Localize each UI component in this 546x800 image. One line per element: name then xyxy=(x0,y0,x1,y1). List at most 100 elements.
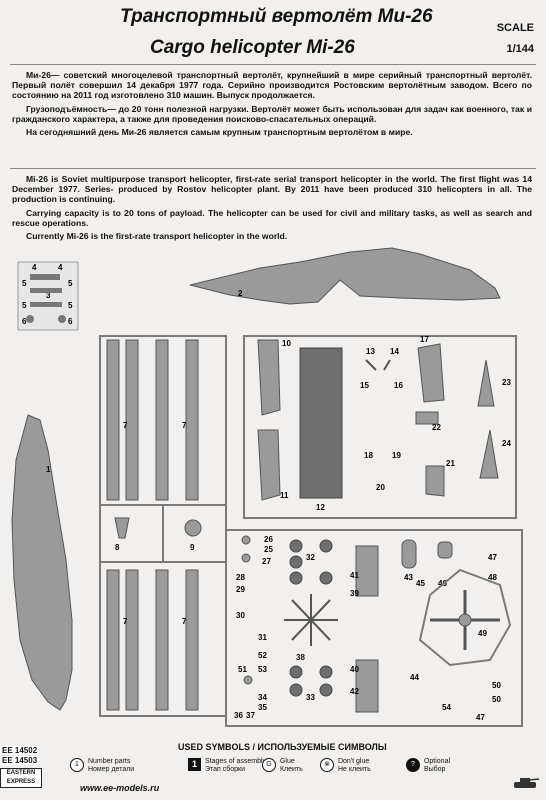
part-number: 44 xyxy=(410,673,419,682)
part-number: 43 xyxy=(404,573,413,582)
part-number: 7 xyxy=(182,617,187,626)
part-number: 30 xyxy=(236,611,245,620)
legend-text: Этап сборки xyxy=(204,766,246,773)
part-11: 11 xyxy=(257,429,289,501)
part-21: 21 xyxy=(425,459,455,497)
title-russian: Транспортный вертолёт Ми-26 xyxy=(120,6,433,27)
decal-label: 5 xyxy=(68,301,73,310)
product-code: EE 14502 xyxy=(0,746,40,755)
part-number: 20 xyxy=(376,483,385,492)
part-number: 14 xyxy=(390,347,399,356)
part-number: 51 xyxy=(238,665,247,674)
part-number: 35 xyxy=(258,703,267,712)
description-english: Mi-26 is Soviet multipurpose transport h… xyxy=(12,174,532,244)
brand-logo: EASTERN EXPRESS xyxy=(0,768,42,788)
legend-text: Выбор xyxy=(423,766,446,773)
part-number: 31 xyxy=(258,633,267,642)
part-number: 26 xyxy=(264,535,273,544)
part-number: 52 xyxy=(258,651,267,660)
part-number: 41 xyxy=(350,571,359,580)
part-number: 40 xyxy=(350,665,359,674)
paragraph: Currently Mi-26 is the first-rate transp… xyxy=(26,231,288,242)
legend-text: Не клеить xyxy=(337,766,371,773)
paragraph: Mi-26 is Soviet multipurpose transport h… xyxy=(12,174,532,205)
part-number: 7 xyxy=(182,421,187,430)
legend-text: Glue xyxy=(279,758,295,765)
part-number: 27 xyxy=(262,557,271,566)
decal-sheet: 4 4 5 5 3 5 5 6 6 xyxy=(17,261,79,331)
decal xyxy=(58,315,66,323)
legend-optional: ? Optional Выбор xyxy=(406,758,450,774)
part-number: 25 xyxy=(264,545,273,554)
part-2-fuselage-top: 2 xyxy=(189,247,501,305)
part-number: 33 xyxy=(306,693,315,702)
legend-text: Number parts xyxy=(87,758,131,765)
website-link[interactable]: www.ee-models.ru xyxy=(80,783,160,793)
part-22: 22 xyxy=(415,411,441,432)
part-number: 50 xyxy=(492,695,501,704)
part-1-fuselage-side: 1 xyxy=(11,414,73,711)
part-number: 29 xyxy=(236,585,245,594)
glue-icon: G xyxy=(262,758,276,772)
part-number: 37 xyxy=(246,711,255,720)
number-parts-icon: 1 xyxy=(70,758,84,772)
part-number: 18 xyxy=(364,451,373,460)
part-number: 16 xyxy=(394,381,403,390)
part-10: 10 xyxy=(257,339,291,416)
legend-glue: G Glue Клеить xyxy=(262,758,303,774)
decal-label: 4 xyxy=(58,263,63,272)
tank-icon xyxy=(514,778,540,788)
sprue-middle xyxy=(225,335,523,727)
part-number: 7 xyxy=(123,617,128,626)
decal-label: 5 xyxy=(22,301,27,310)
part-number: 49 xyxy=(478,629,487,638)
decal-label: 3 xyxy=(46,291,51,300)
part-number: 28 xyxy=(236,573,245,582)
part-number: 32 xyxy=(306,553,315,562)
part-number: 48 xyxy=(488,573,497,582)
legend-title: USED SYMBOLS / ИСПОЛЬЗУЕМЫЕ СИМВОЛЫ xyxy=(178,742,387,752)
dont-glue-icon: ⊗ xyxy=(320,758,334,772)
divider xyxy=(10,168,536,169)
decal-label: 6 xyxy=(68,317,73,326)
part-number: 15 xyxy=(360,381,369,390)
legend-text: Stages of assembly xyxy=(204,758,267,765)
legend-number-parts: 1 Number parts Номер детали xyxy=(70,758,134,774)
decal xyxy=(26,315,34,323)
part-9: 9 xyxy=(184,519,202,552)
part-number: 10 xyxy=(282,339,291,348)
decal-label: 4 xyxy=(32,263,37,272)
legend-text: Номер детали xyxy=(87,766,135,773)
decal xyxy=(30,274,60,280)
parts-39-42: 41 39 40 42 xyxy=(350,545,379,713)
legend-stages: 1 Stages of assembly Этап сборки xyxy=(188,758,266,774)
scale-label: SCALE xyxy=(496,22,534,34)
part-number: 9 xyxy=(190,543,195,552)
part-number: 23 xyxy=(502,378,511,387)
parts-13-16: 13 14 15 16 xyxy=(360,347,403,390)
decal xyxy=(30,302,62,307)
part-number: 17 xyxy=(420,335,429,344)
part-number: 34 xyxy=(258,693,267,702)
scale-value: 1/144 xyxy=(506,43,534,55)
part-number: 8 xyxy=(115,543,120,552)
part-8: 8 xyxy=(114,517,130,552)
legend-dont-glue: ⊗ Don't glue Не клеить xyxy=(320,758,371,774)
paragraph: Грузоподъёмность— до 20 тонн полезной на… xyxy=(12,103,532,124)
part-number: 36 xyxy=(234,711,243,720)
part-24: 24 xyxy=(479,429,511,479)
part-number: 47 xyxy=(488,553,497,562)
part-number: 13 xyxy=(366,347,375,356)
part-17: 17 xyxy=(417,335,445,403)
parts-18-20: 18 19 20 xyxy=(364,451,401,492)
parts-sheet: 4 4 5 5 3 5 5 6 6 2 1 7 xyxy=(11,247,523,727)
part-number: 38 xyxy=(296,653,305,662)
part-number: 11 xyxy=(280,491,289,500)
part-number: 47 xyxy=(476,713,485,722)
brand-text: EXPRESS xyxy=(6,779,36,785)
title-english: Cargo helicopter Mi-26 xyxy=(150,37,355,58)
part-number: 21 xyxy=(446,459,455,468)
part-49-tail-rotor: 49 xyxy=(418,568,512,667)
part-number: 1 xyxy=(46,465,51,474)
legend-text: Don't glue xyxy=(337,758,370,765)
